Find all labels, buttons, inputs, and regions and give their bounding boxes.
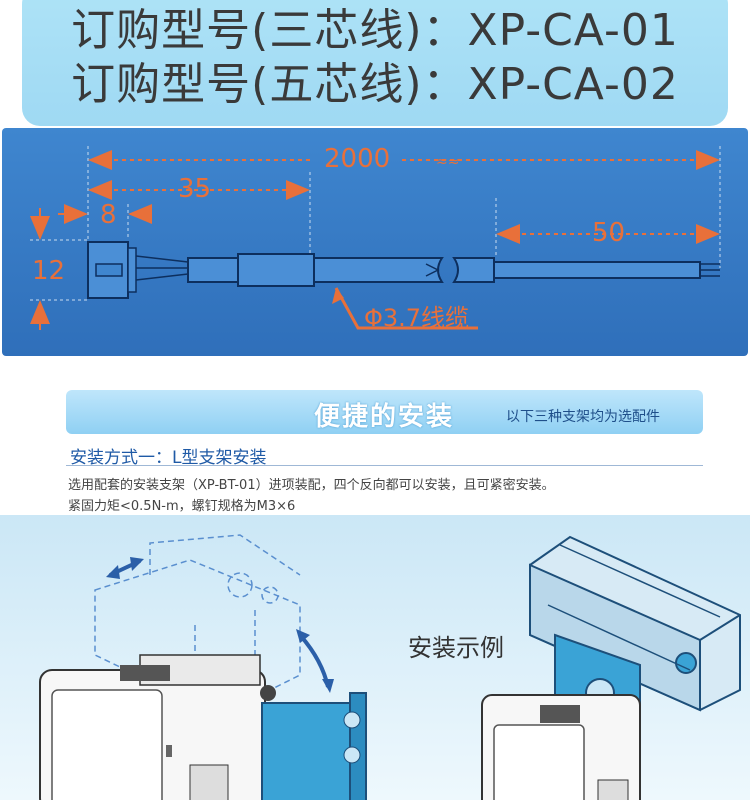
install-example-label: 安装示例 xyxy=(408,634,504,662)
cable-body xyxy=(187,253,720,287)
install-description-1: 选用配套的安装支架（XP-BT-01）进项装配，四个反向都可以安装，且可紧密安装… xyxy=(68,478,555,493)
cable-diameter-label: Φ3.7线缆 xyxy=(364,304,470,332)
section-title-bar: 便捷的安装 以下三种支架均为选配件 xyxy=(66,390,703,434)
section-note: 以下三种支架均为选配件 xyxy=(506,409,660,425)
aluminum-profile xyxy=(529,535,741,712)
dimension-2000-label: 2000 xyxy=(324,144,391,174)
cable-label-leader xyxy=(334,287,478,330)
divider xyxy=(66,465,703,466)
dimension-12-label: 12 xyxy=(32,256,66,286)
controller-module-right xyxy=(481,694,641,800)
install-drawing xyxy=(39,534,741,800)
dimension-8-label: 8 xyxy=(100,200,117,230)
dimension-50-label: 50 xyxy=(592,218,626,248)
controller-module-left xyxy=(39,654,266,800)
install-method-title: 安装方式一：L型支架安装 xyxy=(70,448,267,468)
order-model-3-core: 订购型号(三芯线)：XP-CA-01 xyxy=(71,5,679,56)
l-bracket-left xyxy=(260,685,367,800)
svg-text:≈≈: ≈≈ xyxy=(436,154,459,170)
order-model-5-core: 订购型号(五芯线)：XP-CA-02 xyxy=(71,59,679,110)
install-description-2: 紧固力矩<0.5N-m，螺钉规格为M3×6 xyxy=(68,499,296,514)
order-model-box: 订购型号(三芯线)：XP-CA-01 订购型号(五芯线)：XP-CA-02 xyxy=(22,0,728,126)
cable-dimension-panel: ≈≈ xyxy=(2,128,748,356)
dimension-35-label: 35 xyxy=(178,174,212,204)
section-title: 便捷的安装 xyxy=(314,402,455,432)
dimension-2000: ≈≈ xyxy=(88,150,720,170)
cable-connector xyxy=(87,241,189,299)
install-illustration xyxy=(0,515,750,800)
cable-dimension-drawing: ≈≈ xyxy=(30,146,721,330)
